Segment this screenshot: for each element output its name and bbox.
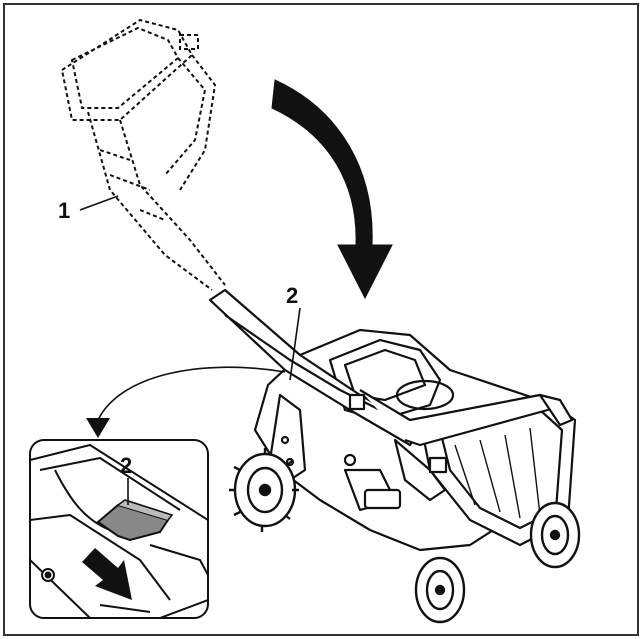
callout-label-handle: 1 (58, 198, 71, 223)
callout-label-lever-detail: 2 (120, 453, 133, 478)
leader-lines (79, 195, 301, 381)
wheel-rear-left (414, 556, 466, 624)
callout-label-lever: 2 (286, 283, 299, 308)
pointer-arrow-head (86, 418, 110, 438)
pointer-arrow-icon (97, 366, 286, 421)
detail-inset (29, 439, 209, 619)
handle-folded (208, 288, 574, 502)
wheel-rear-right (529, 501, 581, 569)
push-arrow-icon (82, 548, 132, 600)
wheel-front-left (229, 448, 299, 532)
fold-arrow-icon (271, 79, 393, 300)
handle-upright-dashed (60, 18, 226, 291)
